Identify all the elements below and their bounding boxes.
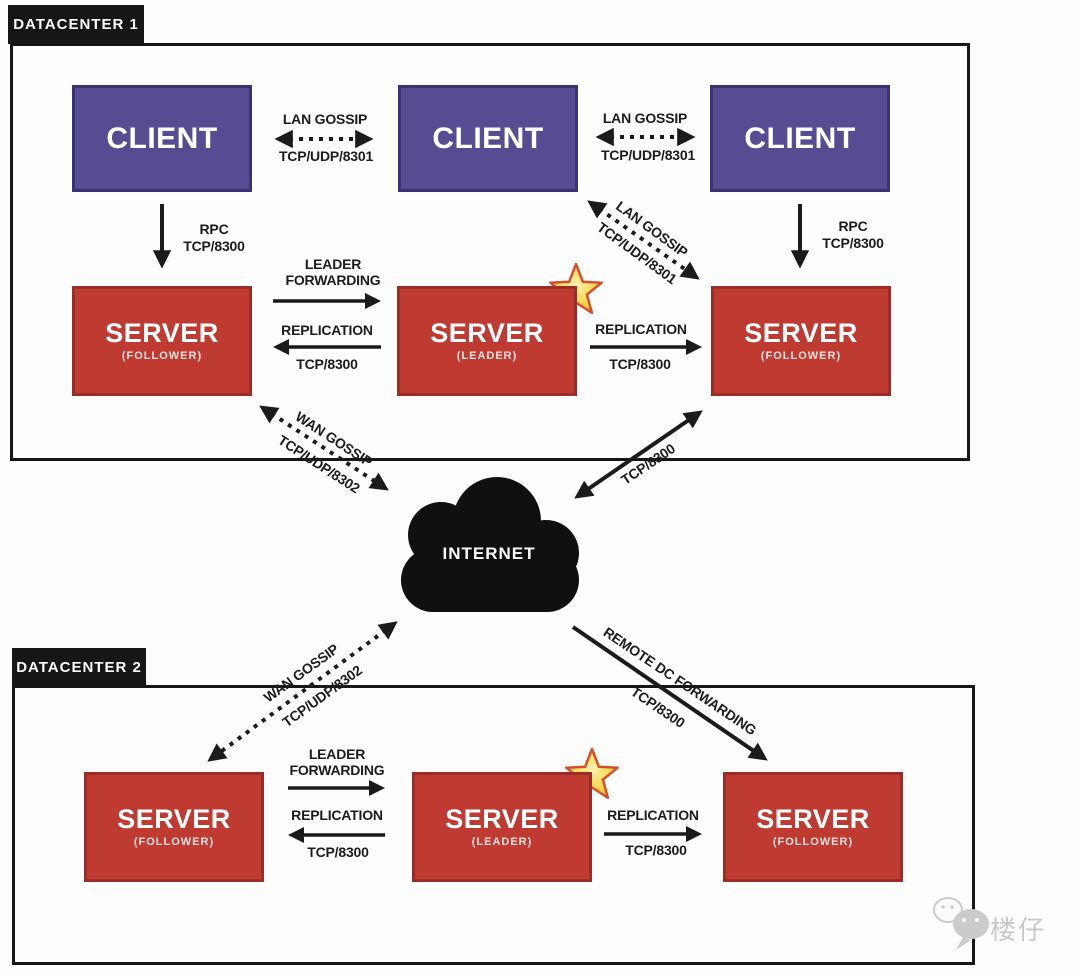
server-role: (FOLLOWER): [760, 350, 842, 362]
dc1-leader-forwarding-label: LEADER FORWARDING: [285, 256, 381, 288]
lan-gossip-left-port: TCP/UDP/8301: [278, 148, 374, 164]
internet-label: INTERNET: [442, 544, 536, 563]
dc2-server-follower-right: SERVER (FOLLOWER): [723, 772, 903, 882]
server-role: (FOLLOWER): [772, 836, 854, 848]
dc1-client-3: CLIENT: [710, 85, 890, 192]
dc1-server-follower-right: SERVER (FOLLOWER): [711, 286, 891, 396]
server-label: SERVER: [105, 318, 219, 348]
rpc-right-label: RPC TCP/8300: [822, 218, 884, 251]
dc1-server-follower-left: SERVER (FOLLOWER): [72, 286, 252, 396]
dc1-server-leader: SERVER (LEADER): [397, 286, 577, 396]
server-role: (FOLLOWER): [133, 836, 215, 848]
dc1-replication-right-port: TCP/8300: [609, 356, 671, 372]
server-role: (LEADER): [456, 350, 518, 362]
dc1-client-2-label: CLIENT: [432, 121, 544, 155]
dc1-client-1: CLIENT: [72, 85, 252, 192]
dc2-replication-right-port: TCP/8300: [625, 842, 687, 858]
dc2-server-follower-left: SERVER (FOLLOWER): [84, 772, 264, 882]
rpc-left-label: RPC TCP/8300: [183, 221, 245, 254]
dc1-replication-left-port: TCP/8300: [296, 356, 358, 372]
datacenter1-border: [10, 43, 970, 461]
datacenter2-tab: DATACENTER 2: [12, 648, 146, 686]
datacenter1-tab: DATACENTER 1: [8, 5, 144, 44]
dc1-client-3-label: CLIENT: [744, 121, 856, 155]
server-label: SERVER: [117, 804, 231, 834]
dc2-leader-forwarding-label: LEADER FORWARDING: [289, 746, 385, 778]
dc1-client-2: CLIENT: [398, 85, 578, 192]
dc2-replication-left-port: TCP/8300: [307, 844, 369, 860]
datacenter2-border: [12, 685, 975, 965]
dc2-replication-right-label: REPLICATION: [607, 807, 699, 823]
dc2-server-leader: SERVER (LEADER): [412, 772, 592, 882]
datacenter1-title: DATACENTER 1: [13, 16, 139, 33]
lan-gossip-right-port: TCP/UDP/8301: [600, 147, 696, 163]
lan-gossip-right-label: LAN GOSSIP: [602, 110, 688, 126]
server-label: SERVER: [430, 318, 544, 348]
dc2-replication-left-label: REPLICATION: [291, 807, 383, 823]
watermark-text: 楼仔: [990, 915, 1047, 945]
server-role: (LEADER): [471, 836, 533, 848]
datacenter2-title: DATACENTER 2: [16, 658, 142, 676]
dc1-replication-right-label: REPLICATION: [595, 321, 687, 337]
server-label: SERVER: [756, 804, 870, 834]
lan-gossip-left-label: LAN GOSSIP: [282, 111, 368, 127]
dc1-replication-left-label: REPLICATION: [281, 322, 373, 338]
server-label: SERVER: [445, 804, 559, 834]
dc1-client-1-label: CLIENT: [106, 121, 218, 155]
server-role: (FOLLOWER): [121, 350, 203, 362]
server-label: SERVER: [744, 318, 858, 348]
